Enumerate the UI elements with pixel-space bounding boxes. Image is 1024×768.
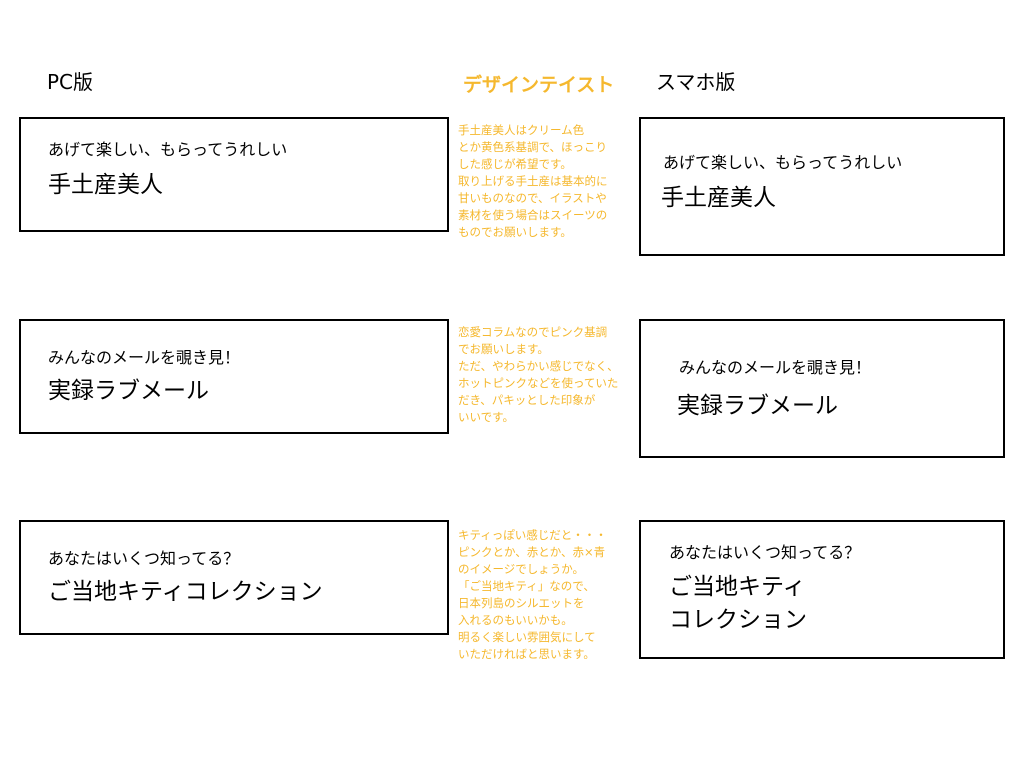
pc-subtitle: あなたはいくつ知ってる？ — [48, 549, 240, 568]
sp-main-title-line2: コレクション — [669, 607, 807, 633]
sp-title-box-kitty: あなたはいくつ知ってる？ ご当地キティ コレクション — [639, 520, 1005, 659]
sp-title-box-love-mail: みんなのメールを覗き見！ 実録ラブメール — [639, 319, 1005, 458]
design-note-kitty: キティっぽい感じだと・・・ ピンクとか、赤とか、赤×青 のイメージでしょうか。 … — [458, 528, 607, 661]
sp-main-title: 手土産美人 — [661, 185, 776, 211]
sp-main-title-line1: ご当地キティ — [669, 574, 806, 600]
design-note-temiyage: 手土産美人はクリーム色 とか黄色系基調で、ほっこり した感じが希望です。 取り上… — [458, 123, 608, 239]
pc-title-box-temiyage: あげて楽しい、もらってうれしい 手土産美人 — [19, 117, 449, 232]
pc-main-title: 実録ラブメール — [48, 378, 209, 404]
pc-title-box-kitty: あなたはいくつ知ってる？ ご当地キティコレクション — [19, 520, 449, 635]
sp-column-heading: スマホ版 — [656, 70, 736, 94]
pc-title-box-love-mail: みんなのメールを覗き見！ 実録ラブメール — [19, 319, 449, 434]
design-taste-column-heading: デザインテイスト — [463, 74, 615, 96]
sp-title-box-temiyage: あげて楽しい、もらってうれしい 手土産美人 — [639, 117, 1005, 256]
design-note-love-mail: 恋愛コラムなのでピンク基調 でお願いします。 ただ、やわらかい感じでなく、 ホッ… — [458, 325, 619, 424]
sp-subtitle: あげて楽しい、もらってうれしい — [663, 153, 903, 172]
sp-subtitle: みんなのメールを覗き見！ — [679, 358, 872, 377]
pc-main-title: ご当地キティコレクション — [48, 579, 323, 605]
pc-column-heading: PC版 — [47, 70, 94, 94]
pc-subtitle: みんなのメールを覗き見！ — [48, 348, 241, 367]
pc-main-title: 手土産美人 — [48, 172, 163, 198]
sp-subtitle: あなたはいくつ知ってる？ — [669, 543, 861, 562]
sp-main-title: 実録ラブメール — [677, 393, 838, 419]
pc-subtitle: あげて楽しい、もらってうれしい — [48, 140, 288, 159]
